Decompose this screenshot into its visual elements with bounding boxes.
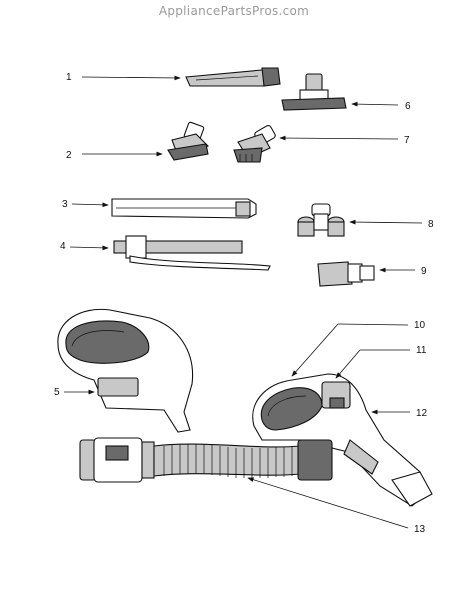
callout-7: 7	[404, 135, 410, 146]
leader-8	[349, 219, 423, 225]
part-extension-wand[interactable]	[111, 198, 257, 219]
leader-10b	[291, 323, 339, 377]
part-hose[interactable]	[79, 437, 333, 483]
leader-11b	[335, 349, 361, 379]
part-adapter[interactable]	[317, 261, 375, 287]
part-wand-clip[interactable]	[113, 235, 271, 271]
leader-10a	[337, 323, 409, 326]
part-dusting-brush[interactable]	[233, 124, 276, 163]
callout-8: 8	[428, 219, 434, 230]
callout-3: 3	[62, 199, 68, 210]
leader-6	[351, 101, 399, 107]
watermark-text: AppliancePartsPros.com	[158, 4, 310, 18]
part-upholstery-tool[interactable]	[281, 73, 347, 111]
callout-5: 5	[54, 387, 60, 398]
callout-10: 10	[414, 320, 426, 331]
callout-2: 2	[66, 150, 72, 161]
leader-4	[69, 245, 109, 251]
part-crevice-tool[interactable]	[185, 67, 281, 87]
part-handle-housing-left[interactable]	[57, 308, 194, 433]
leader-7	[279, 135, 399, 141]
callout-6: 6	[405, 101, 411, 112]
part-small-nozzle[interactable]	[167, 121, 210, 161]
part-tool-caddy[interactable]	[297, 203, 345, 237]
part-handle-assembly[interactable]	[252, 373, 433, 507]
callout-12: 12	[416, 408, 428, 419]
leader-13	[247, 477, 409, 529]
callout-9: 9	[421, 266, 427, 277]
leader-3	[71, 202, 109, 208]
callout-13: 13	[414, 524, 426, 535]
leader-1	[81, 75, 181, 81]
callout-4: 4	[60, 241, 66, 252]
callout-1: 1	[66, 72, 72, 83]
callout-11: 11	[416, 345, 427, 356]
